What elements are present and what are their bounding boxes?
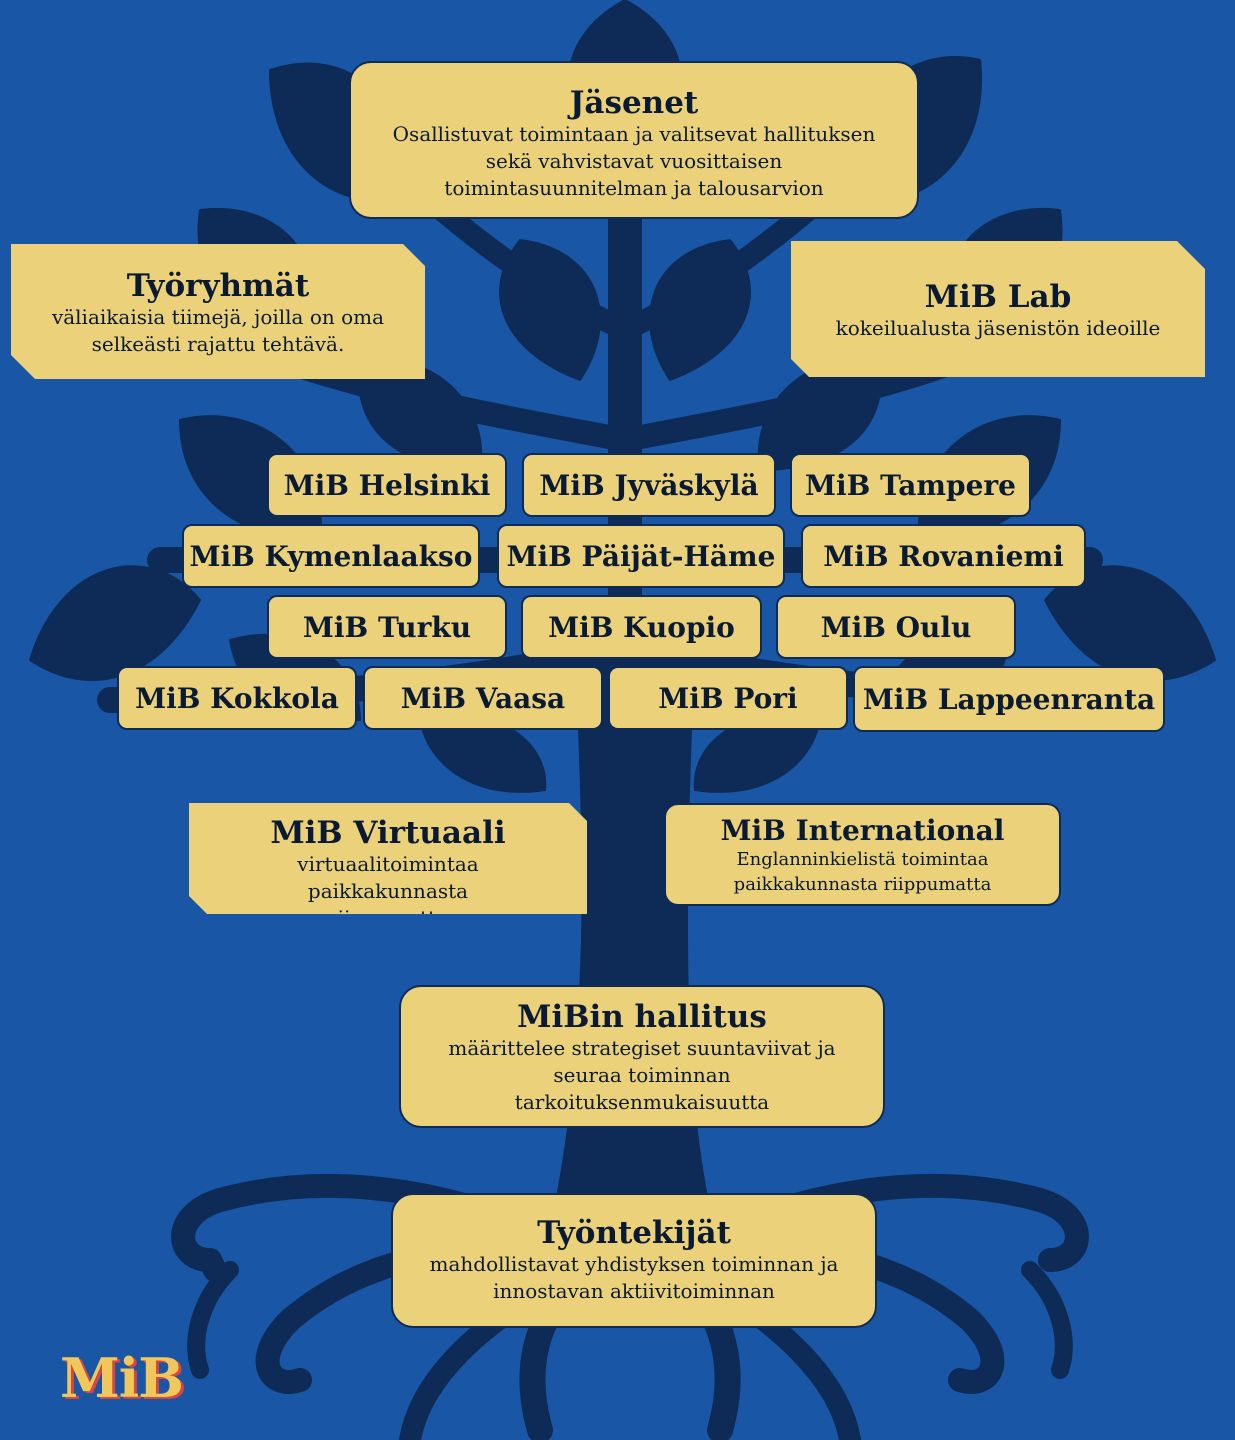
- tyoryhmat-title: Työryhmät: [126, 268, 310, 304]
- tyontekijat-box: Työntekijät mahdollistavat yhdistyksen t…: [391, 1193, 877, 1328]
- jasenet-description: Osallistuvat toimintaan ja valitsevat ha…: [392, 122, 876, 200]
- jasenet-box: Jäsenet Osallistuvat toimintaan ja valit…: [349, 61, 919, 219]
- chapter-mib-rovaniemi: MiB Rovaniemi: [801, 524, 1086, 588]
- mib-international-box: MiB International Englanninkielistä toim…: [664, 803, 1061, 906]
- tyontekijat-title: Työntekijät: [537, 1215, 731, 1251]
- mib-lab-box: MiB Lab kokeilualusta jäsenistön ideoill…: [791, 241, 1205, 377]
- hallitus-title: MiBin hallitus: [517, 999, 767, 1035]
- tyoryhmat-description: väliaikaisia tiimejä, joilla on oma selk…: [51, 305, 385, 356]
- mib-lab-title: MiB Lab: [924, 279, 1072, 315]
- hallitus-description: määrittelee strategiset suuntaviivat ja …: [448, 1036, 836, 1114]
- jasenet-title: Jäsenet: [569, 85, 699, 121]
- chapter-mib-turku: MiB Turku: [267, 595, 507, 659]
- chapter-mib-helsinki: MiB Helsinki: [267, 453, 507, 517]
- chapter-mib-pori: MiB Pori: [608, 666, 848, 730]
- mib-lab-description: kokeilualusta jäsenistön ideoille: [835, 316, 1161, 340]
- chapter-mib-kokkola: MiB Kokkola: [117, 666, 357, 730]
- mib-international-description: Englanninkielistä toimintaa paikkakunnas…: [733, 849, 992, 895]
- mib-logo: MiB: [60, 1346, 184, 1410]
- hallitus-box: MiBin hallitus määrittelee strategiset s…: [399, 985, 885, 1128]
- chapter-mib-jyvaskyla: MiB Jyväskylä: [522, 453, 776, 517]
- tyontekijat-description: mahdollistavat yhdistyksen toiminnan ja …: [429, 1252, 839, 1303]
- chapter-mib-tampere: MiB Tampere: [790, 453, 1031, 517]
- mib-international-title: MiB International: [720, 814, 1005, 847]
- mib-virtuaali-title: MiB Virtuaali: [270, 815, 506, 851]
- chapter-mib-lappeenranta: MiB Lappeenranta: [853, 666, 1165, 732]
- chapter-mib-vaasa: MiB Vaasa: [363, 666, 603, 730]
- tyoryhmat-box: Työryhmät väliaikaisia tiimejä, joilla o…: [11, 244, 425, 379]
- chapter-mib-paijat-hame: MiB Päijät-Häme: [497, 524, 785, 588]
- mib-virtuaali-box: MiB Virtuaali virtuaalitoimintaa paikkak…: [189, 803, 587, 914]
- chapter-mib-kymenlaakso: MiB Kymenlaakso: [182, 524, 480, 588]
- chapter-mib-kuopio: MiB Kuopio: [521, 595, 762, 659]
- chapter-mib-oulu: MiB Oulu: [776, 595, 1016, 659]
